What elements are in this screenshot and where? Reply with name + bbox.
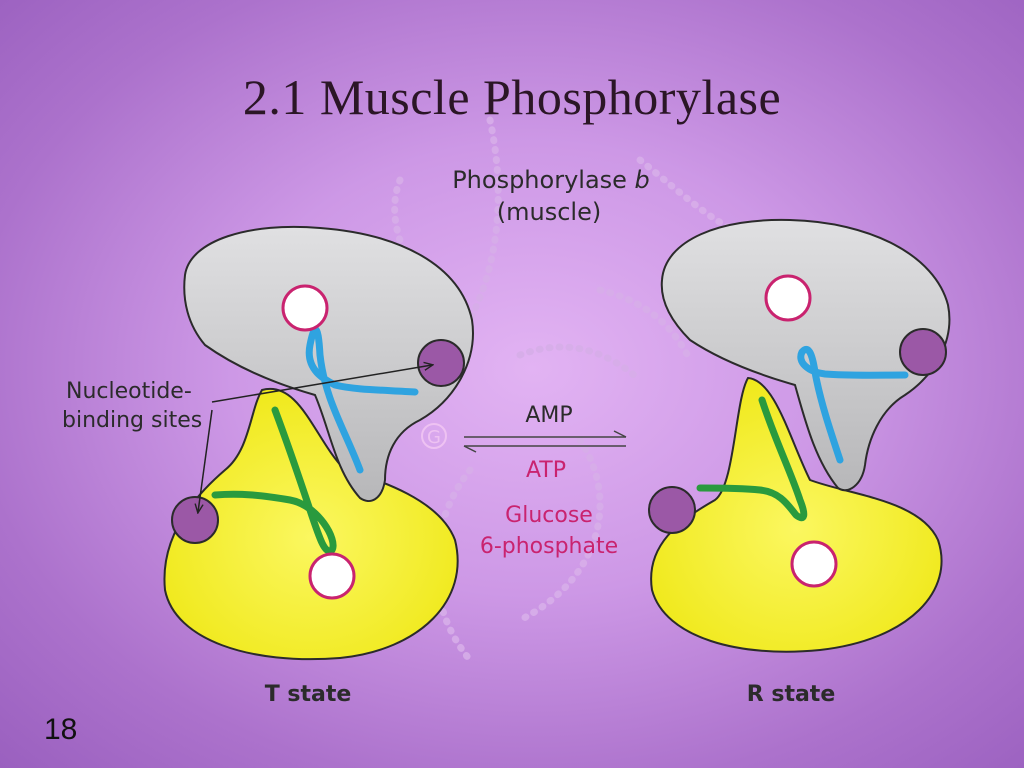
t-state-upper-subunit	[183, 225, 474, 502]
svg-text:G: G	[427, 427, 441, 448]
enzyme-title: Phosphorylase b	[452, 166, 650, 194]
t-state-lower-active-site	[308, 552, 356, 600]
r-state-upper-nucleotide-site	[899, 328, 947, 376]
t-state-enzyme	[163, 225, 474, 661]
r-state-lower-active-site	[790, 540, 838, 588]
t-state-label: T state	[265, 682, 352, 707]
t-state-upper-active-site	[281, 284, 329, 332]
watermark-g-icon: G	[421, 423, 447, 449]
r-state-lower-helix	[696, 396, 808, 522]
nucleotide-sites-label-line2: binding sites	[62, 408, 202, 433]
r-state-upper-subunit	[660, 218, 951, 492]
atp-effector-label: ATP	[526, 458, 566, 483]
t-state-lower-nucleotide-site	[171, 496, 219, 544]
t-state-upper-nucleotide-site	[417, 339, 465, 387]
phosphate-effector-label: 6-phosphate	[480, 534, 618, 559]
slide-number: 18	[44, 713, 78, 746]
r-state-enzyme	[648, 218, 951, 653]
enzyme-subtitle: (muscle)	[497, 198, 601, 226]
glucose-effector-label: Glucose	[505, 503, 593, 528]
t-state-upper-helix	[305, 325, 419, 474]
equilibrium-arrows	[463, 430, 627, 453]
nucleotide-callout-arrows	[198, 365, 432, 512]
nucleotide-sites-label-line1: Nucleotide-	[66, 379, 192, 404]
r-state-upper-helix	[797, 345, 909, 464]
amp-effector-label: AMP	[525, 403, 572, 428]
t-state-lower-helix	[211, 406, 337, 555]
r-state-upper-active-site	[764, 274, 812, 322]
slide-title: 2.1 Muscle Phosphorylase	[242, 69, 782, 125]
r-state-lower-nucleotide-site	[648, 486, 696, 534]
r-state-label: R state	[747, 682, 836, 707]
